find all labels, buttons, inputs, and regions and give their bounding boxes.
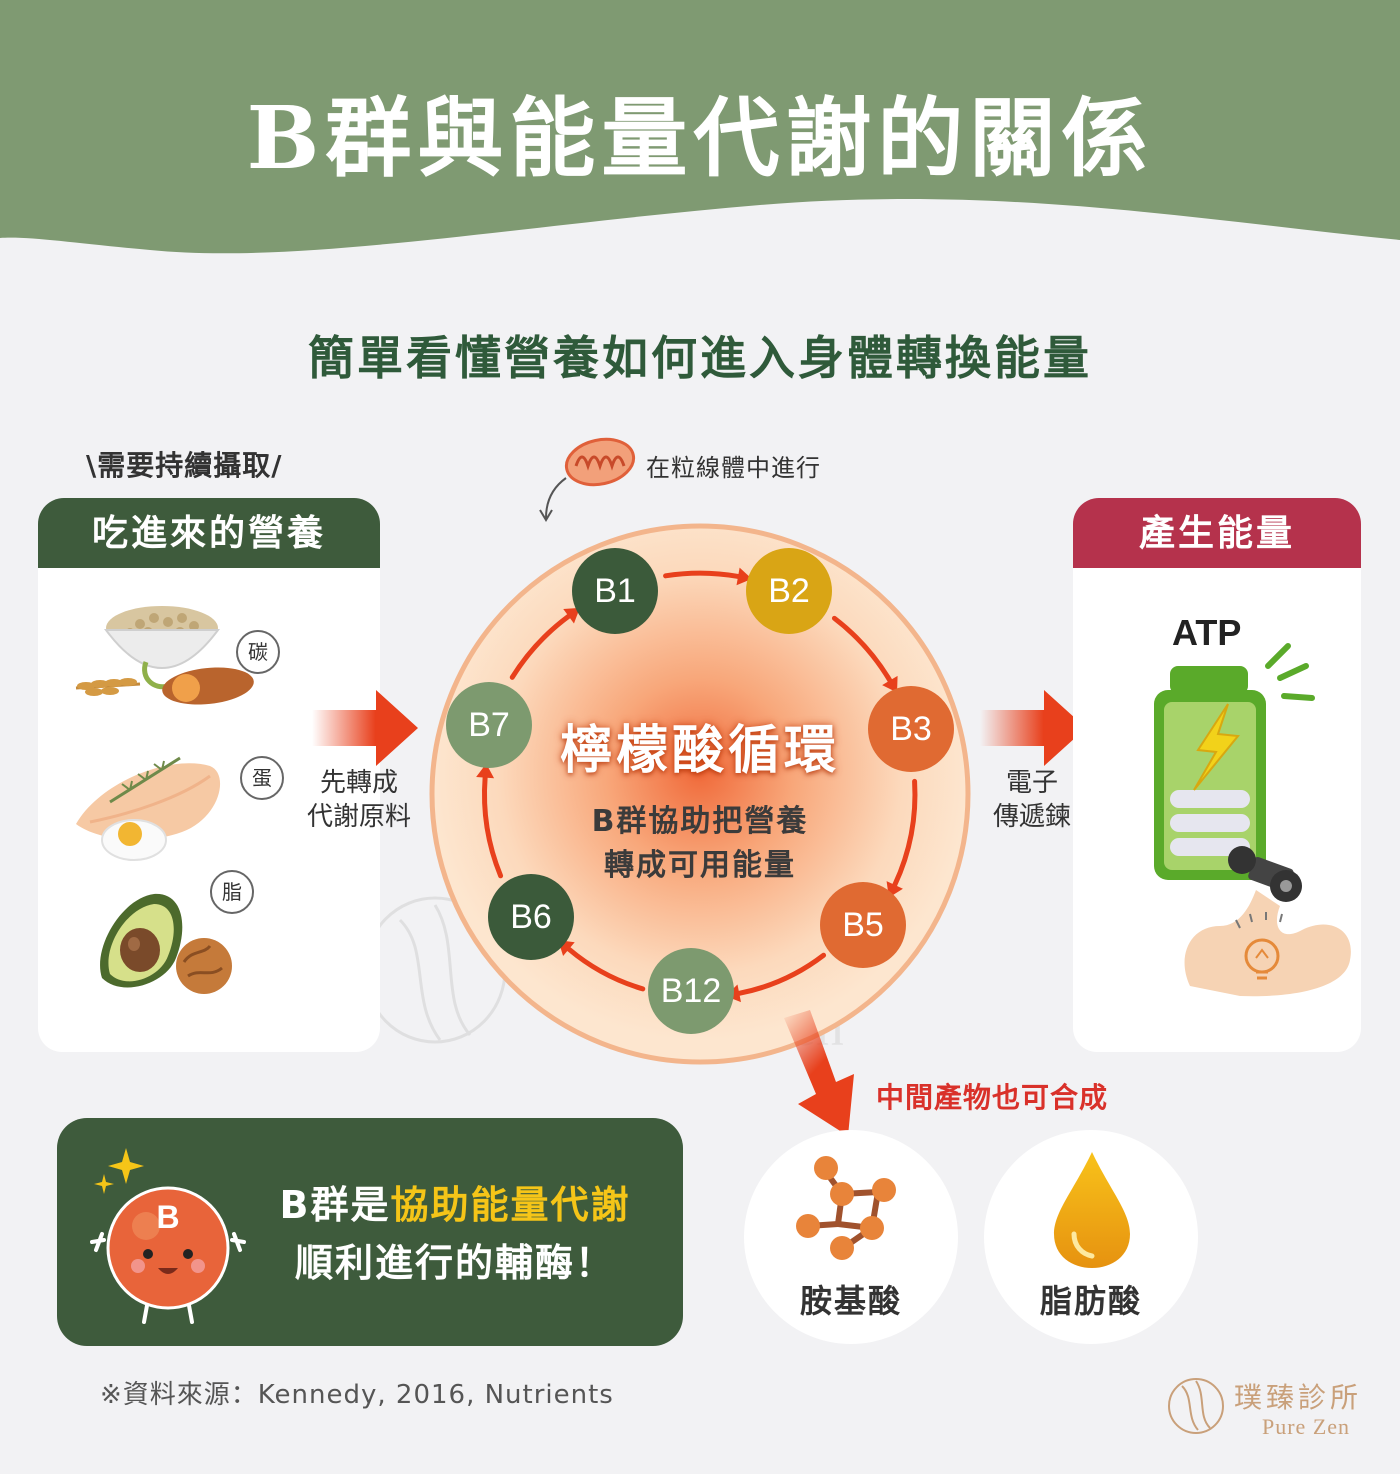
callout-highlight: 協助能量代謝 [390,1183,631,1227]
protein-badge: 蛋 [240,756,284,800]
output-heading: 產生能量 [1073,498,1361,568]
output-arrow-label: 電子 傳遞鍊 [980,766,1084,834]
amino-acid-molecule-icon [796,1156,896,1260]
input-arrow-label-line1: 先轉成 [319,768,398,798]
carb-badge: 碳 [236,630,280,674]
intermediate-arrow-icon [784,1010,854,1136]
battery-icon [1154,643,1315,880]
atp-label: ATP [1172,612,1242,653]
brand-name: 璞臻診所 [1234,1381,1363,1414]
page-subtitle: 簡單看懂營養如何進入身體轉換能量 [308,331,1092,385]
input-arrow-label: 先轉成 代謝原料 [296,766,422,834]
cycle-arrow [892,778,918,888]
input-arrow-label-line2: 代謝原料 [306,802,411,832]
mascot-letter: B [156,1199,179,1235]
fatty-acid-label: 脂肪酸 [1039,1282,1142,1320]
node-b6: B6 [488,874,574,960]
cycle-arrow [566,946,646,992]
header-background [0,0,1400,254]
node-b2: B2 [746,548,832,634]
cycle-arrowhead [476,763,495,779]
page-title: B群與能量代謝的關係 [246,88,1154,189]
sparkle-icon [94,1148,144,1194]
node-b1: B1 [572,548,658,634]
brand-logo-icon [1168,1378,1224,1434]
cycle-arrowhead [563,607,580,624]
callout-line1: B群是協助能量代謝 [240,1176,670,1234]
callout-text: B群是協助能量代謝 順利進行的輔酶！ [240,1176,670,1292]
fat-badge: 脂 [210,870,254,914]
cycle-arrowhead [736,567,752,586]
amino-acid-label: 胺基酸 [799,1282,902,1320]
flexed-arm-icon [1184,846,1351,997]
mitochondria-label: 在粒線體中進行 [646,454,821,482]
node-b3: B3 [868,686,954,772]
source-citation: ※資料來源：Kennedy, 2016, Nutrients [100,1380,614,1410]
brand-subtitle: Pure Zen [1262,1414,1351,1439]
input-arrow-icon [312,690,418,766]
cycle-arrow [663,570,741,579]
node-b7: B7 [446,682,532,768]
output-arrow-label-line1: 電子 [1005,768,1058,798]
amino-acid-card [744,1130,958,1344]
avocado-walnut-icon [100,893,232,994]
cycle-arrow [736,952,827,996]
cycle-title: 檸檬酸循環 [559,721,840,781]
cycle-arrow [482,775,504,879]
cycle-desc-line2: 轉成可用能量 [604,848,796,883]
chicken-breast-egg-icon [76,756,221,861]
cycle-desc-line1: B群協助把營養 [591,804,809,839]
cycle-arrow [509,613,572,680]
input-heading: 吃進來的營養 [38,498,380,568]
callout-prefix: B群是 [279,1183,391,1227]
vitamin-b-mascot-icon: B [90,1186,246,1324]
mitochondria-icon [539,437,636,522]
output-arrow-icon [980,690,1086,766]
cycle-description: B群協助把營養 轉成可用能量 [520,800,880,888]
callout-line2: 順利進行的輔酶！ [294,1241,615,1285]
intermediate-label: 中間產物也可合成 [876,1081,1109,1114]
node-b5: B5 [820,882,906,968]
oil-drop-icon [1054,1152,1130,1268]
intake-tagline: \需要持續攝取/ [86,449,283,482]
grain-bowl-sweet-potato-icon [75,606,254,705]
node-b12: B12 [648,948,734,1034]
cycle-arrow [831,615,893,683]
output-arrow-label-line2: 傳遞鍊 [992,802,1071,832]
